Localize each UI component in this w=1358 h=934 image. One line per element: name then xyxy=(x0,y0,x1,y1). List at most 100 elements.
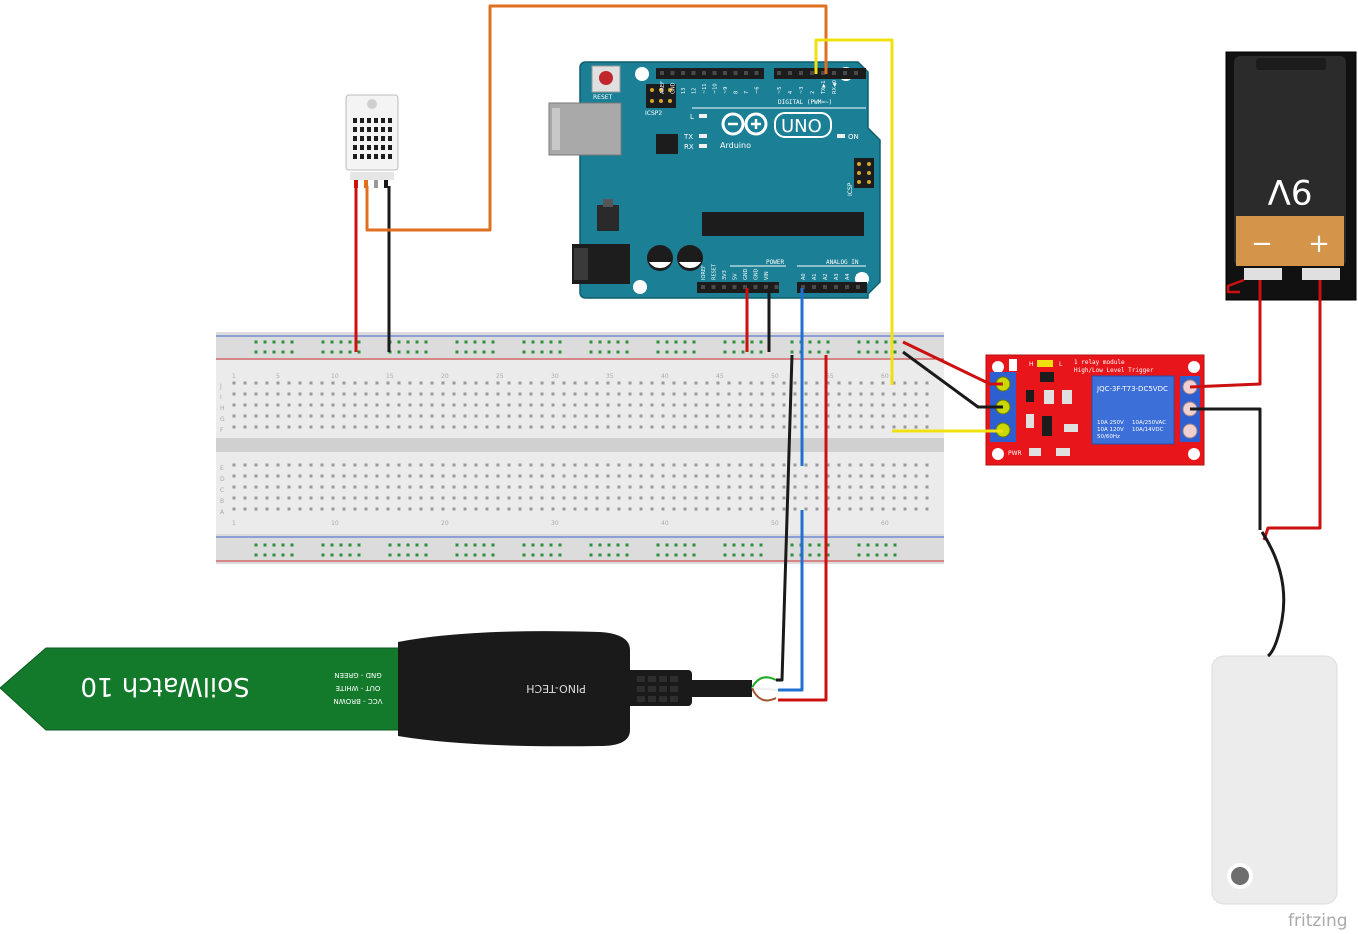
sensor-cable xyxy=(690,680,752,697)
bb-num-20b: 20 xyxy=(441,520,449,527)
led-on-label: ON xyxy=(848,133,859,141)
uno-badge xyxy=(774,112,832,138)
relay-module: JQC-3F-T73-DC5VDC 10A 250V 10A 120V 50/6… xyxy=(985,354,1205,466)
analog-pin-label: A4 xyxy=(845,273,851,280)
relay-body xyxy=(1091,375,1175,445)
row-g: G xyxy=(220,416,225,423)
analog-pin-label: A2 xyxy=(823,273,829,280)
row-d: D xyxy=(220,476,225,483)
sensor-housing xyxy=(398,631,630,747)
analog-header xyxy=(797,282,867,293)
digital-pin-label: ~6 xyxy=(755,87,761,94)
analog-pin-label: A5 xyxy=(856,273,862,280)
wire-relay-signal xyxy=(814,38,894,385)
rating-left-1: 10A 250V xyxy=(1097,420,1124,426)
power-pins xyxy=(701,285,860,289)
power-pin-label: IOREF xyxy=(701,265,707,280)
digital-label: DIGITAL (PWM=~) xyxy=(778,99,832,106)
wire-relay-vcc xyxy=(902,340,1003,386)
bb-num-15: 15 xyxy=(386,373,394,380)
digital-pin-label: 2 xyxy=(810,91,816,94)
wire-dht-data xyxy=(365,4,828,232)
relay-model: JQC-3F-T73-DC5VDC xyxy=(1096,385,1168,393)
wire-sensor-out xyxy=(778,510,804,692)
led-on-icon xyxy=(837,134,845,138)
dht-vent-grid xyxy=(353,118,392,159)
sensor-name: SoilWatch 10 xyxy=(80,671,249,701)
bb-num-20: 20 xyxy=(441,373,449,380)
sensor-pin-gnd: GND - GREEN xyxy=(334,671,381,679)
relay-title: 1 relay module xyxy=(1074,359,1125,366)
mount-hole-icon xyxy=(635,67,649,81)
wire-battery-minus xyxy=(1189,280,1262,389)
usb-port-icon xyxy=(548,102,622,156)
bb-num-35: 35 xyxy=(606,373,614,380)
wire-relay-gnd xyxy=(902,350,1003,409)
rating-right-1: 10A/250VAC xyxy=(1132,420,1166,426)
digital-pin-label: ~10 xyxy=(713,83,719,94)
bb-num-60b: 60 xyxy=(881,520,889,527)
power-pin-label: 5V xyxy=(733,273,739,280)
wire-sensor-gnd xyxy=(776,354,794,682)
digital-pin-label: ~9 xyxy=(723,87,729,94)
mcu-chip xyxy=(702,212,864,236)
row-b: B xyxy=(220,498,224,505)
bb-num-60: 60 xyxy=(881,373,889,380)
led-rx-icon xyxy=(699,144,707,148)
wire-sensor-vcc xyxy=(778,355,828,702)
power-pin-label: GND xyxy=(743,268,749,280)
power-pin-label: 3V3 xyxy=(722,270,728,280)
led-tx-icon xyxy=(699,134,707,138)
digital-pin-label: 13 xyxy=(681,88,687,94)
reset-label: RESET xyxy=(593,94,613,101)
power-pin-label: RESET xyxy=(712,263,718,280)
digital-pin-label: 4 xyxy=(788,91,794,94)
dht-sensor xyxy=(345,94,399,188)
analog-pin-label: A1 xyxy=(812,273,818,280)
battery-plus-label: + xyxy=(1308,229,1330,259)
row-e: E xyxy=(220,465,224,472)
reset-button-icon xyxy=(599,71,613,85)
bb-num-50b: 50 xyxy=(771,520,779,527)
digital-pin-label: ~3 xyxy=(799,87,805,94)
row-j: J xyxy=(219,383,222,390)
wire-battery-plus xyxy=(1262,280,1322,541)
battery-9v: 9V − + xyxy=(1225,51,1357,301)
sensor-pin-out: OUT - WHITE xyxy=(336,684,381,692)
analog-pin-label: A3 xyxy=(834,273,840,280)
analog-label: ANALOG IN xyxy=(826,259,859,266)
bb-num-40b: 40 xyxy=(661,520,669,527)
battery-terminal-minus xyxy=(1244,268,1282,280)
wire-load xyxy=(1260,531,1286,658)
usb-chip xyxy=(656,134,678,154)
mount-hole-icon xyxy=(992,361,1004,373)
bb-num-25: 25 xyxy=(496,373,504,380)
bb-num-10b: 10 xyxy=(331,520,339,527)
digital-pins xyxy=(660,71,858,75)
jumper-icon xyxy=(1037,360,1053,367)
row-c: C xyxy=(220,487,224,494)
wire-relay-load xyxy=(1190,407,1262,530)
jumper-l-label: L xyxy=(1059,361,1063,368)
row-h: H xyxy=(220,405,225,412)
breadboard: 1 5 10 15 20 25 30 35 40 45 50 55 60 1 1… xyxy=(216,332,944,564)
rating-left-3: 50/60Hz xyxy=(1097,434,1120,440)
icsp-label: ICSP xyxy=(847,182,854,196)
fritzing-watermark: fritzing xyxy=(1288,911,1348,931)
power-label: POWER xyxy=(766,259,784,266)
rating-left-2: 10A 120V xyxy=(1097,427,1124,433)
led-l-icon xyxy=(699,114,707,118)
bb-num-1: 1 xyxy=(232,373,236,380)
digital-pin-label: AREF xyxy=(660,81,666,94)
digital-pin-label: ~11 xyxy=(702,83,708,94)
power-pin-label: VIN xyxy=(764,271,770,280)
breadboard-row-letters: J I H G F E D C B A xyxy=(219,383,225,516)
icsp2-label: ICSP2 xyxy=(645,110,662,117)
digital-pin-label: ~5 xyxy=(777,87,783,94)
led-l-label: L xyxy=(690,113,694,121)
bb-num-30b: 30 xyxy=(551,520,559,527)
bb-num-1b: 1 xyxy=(232,520,236,527)
mount-hole-icon xyxy=(992,448,1004,460)
